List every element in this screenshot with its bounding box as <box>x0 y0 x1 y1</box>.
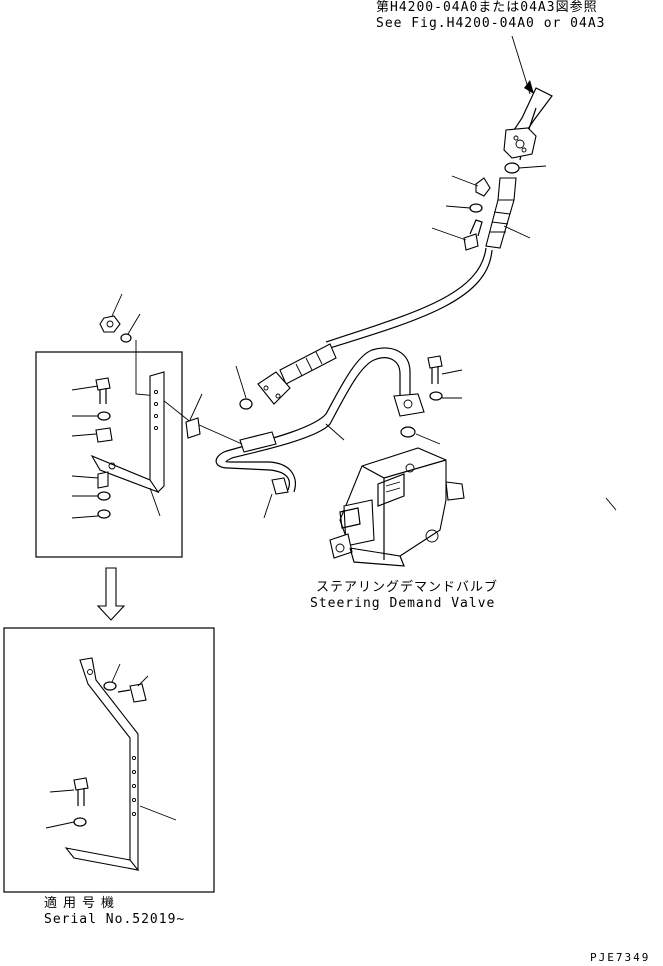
nut-top <box>99 315 121 333</box>
flange-block <box>503 127 537 159</box>
down-arrow <box>96 567 126 621</box>
figure-code: PJE7349 <box>590 951 651 964</box>
washer-box2-b <box>73 817 87 827</box>
bracket-2 <box>64 657 140 871</box>
reference-note-en: See Fig.H4200-04A0 or 04A3 <box>376 16 606 31</box>
steering-demand-valve <box>329 447 465 567</box>
washer-valve <box>429 391 443 401</box>
collar-box1 <box>97 471 109 489</box>
pipe-clip <box>185 417 201 439</box>
bracket-1 <box>90 371 165 494</box>
washer-box1-a <box>97 411 111 421</box>
washer-top <box>469 203 483 213</box>
spring-washer-box1 <box>95 427 113 443</box>
washer-box2-a <box>103 681 117 691</box>
detail-box-1 <box>35 351 183 558</box>
hose-fitting-upper <box>485 177 517 249</box>
washer-top-left <box>120 333 132 343</box>
reference-note-jp: 第H4200-04A0または04A3図参照 <box>376 0 598 15</box>
reference-arrow <box>524 80 534 94</box>
valve-label-jp: ステアリングデマンドバルブ <box>316 580 499 595</box>
o-ring-left <box>239 398 253 410</box>
bolt-box1 <box>95 377 111 404</box>
serial-label-en: Serial No.52019~ <box>44 912 186 927</box>
bolt-box2-b <box>73 777 89 806</box>
o-ring-valve <box>400 426 416 438</box>
bolt-top <box>463 219 483 251</box>
hose-clamp <box>475 177 491 197</box>
bolt-valve <box>427 355 443 384</box>
flexible-hose <box>329 249 493 349</box>
valve-label-en: Steering Demand Valve <box>310 596 496 611</box>
o-ring-upper <box>504 162 520 174</box>
washer-box1-b <box>97 491 111 501</box>
detail-box-2 <box>3 627 215 893</box>
hose-fitting-lower <box>257 343 337 405</box>
washer-box1-c <box>97 509 111 519</box>
bolt-box2-a <box>117 683 147 703</box>
steel-pipe <box>215 347 425 493</box>
serial-label-jp: 適用号機 <box>44 896 121 911</box>
pipe-end-fitting <box>271 477 289 495</box>
